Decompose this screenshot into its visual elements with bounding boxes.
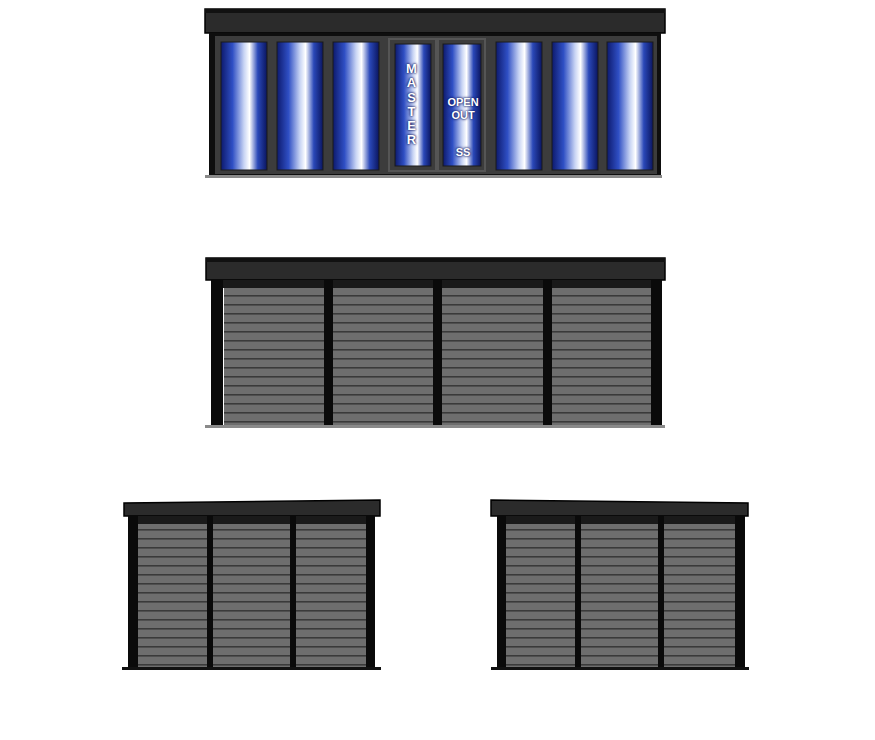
door-label: OPEN OUT — [443, 96, 483, 122]
louvred-elevation — [205, 258, 665, 428]
side-elevation-right — [491, 500, 749, 670]
side-elevation-left — [122, 500, 381, 670]
door-label: MASTER — [405, 62, 418, 148]
door-label: SS — [443, 146, 483, 159]
glazed-elevation — [205, 9, 665, 178]
